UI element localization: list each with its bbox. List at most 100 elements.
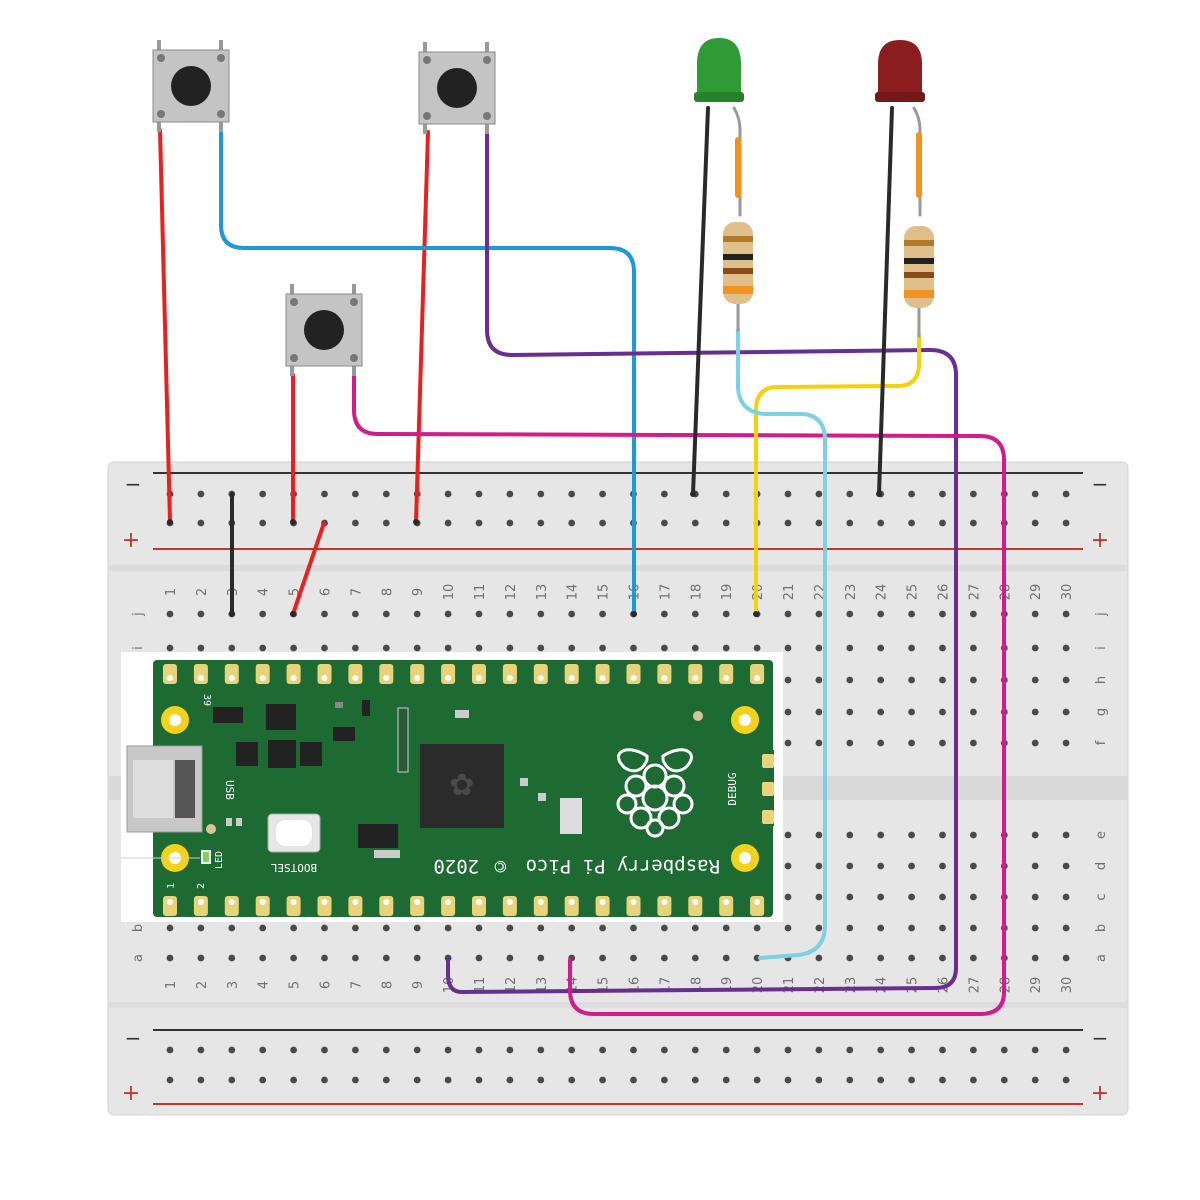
breadboard-hole xyxy=(506,610,514,618)
breadboard-hole xyxy=(352,954,359,962)
pico-pin-top xyxy=(379,664,394,684)
breadboard-hole xyxy=(599,490,606,498)
breadboard-hole xyxy=(228,924,236,932)
breadboard-hole xyxy=(753,924,761,932)
breadboard-hole xyxy=(908,1076,915,1084)
breadboard-hole xyxy=(1062,610,1070,618)
breadboard-hole xyxy=(321,1076,328,1084)
breadboard-hole xyxy=(630,924,637,932)
crystal xyxy=(560,798,582,834)
copyright-symbol: © xyxy=(494,855,506,877)
pico-pin-hole xyxy=(630,675,637,681)
wire-blue-button1 xyxy=(219,128,636,616)
pico-pin-bottom xyxy=(441,896,456,916)
pico-pin-hole xyxy=(599,899,606,905)
led-green-cathode-lead xyxy=(691,106,710,496)
breadboard-hole xyxy=(1031,1076,1039,1084)
top-plus-symbol-left: + xyxy=(122,528,140,553)
breadboard-hole xyxy=(846,1076,854,1084)
column-label-top: 12 xyxy=(504,584,519,601)
breadboard-hole xyxy=(290,1076,297,1084)
column-label-top: 8 xyxy=(380,588,395,596)
row-label-left: a xyxy=(131,954,146,962)
breadboard-hole xyxy=(846,490,854,498)
breadboard-hole xyxy=(753,954,761,962)
pico-gpio-pins xyxy=(163,664,765,916)
breadboard-hole xyxy=(815,831,823,839)
breadboard-hole xyxy=(1000,1046,1008,1054)
breadboard-hole xyxy=(877,644,885,652)
column-label-top: 5 xyxy=(288,588,303,596)
pico-pin-hole xyxy=(599,675,606,681)
chip-logo-icon: ✿ xyxy=(449,768,474,803)
breadboard-hole xyxy=(939,954,946,962)
breadboard-hole xyxy=(1062,708,1070,716)
pico-pin-hole xyxy=(445,899,452,905)
breadboard-hole xyxy=(506,1076,514,1084)
breadboard-hole xyxy=(722,610,730,618)
breadboard-hole xyxy=(166,644,174,652)
column-label-top: 21 xyxy=(782,584,797,601)
breadboard-hole xyxy=(197,490,205,498)
breadboard-hole xyxy=(691,1076,699,1084)
raspberry-pi-pico: USB ✿ BOOTSEL LED 39 1 2 xyxy=(121,652,783,922)
column-label-bottom: 29 xyxy=(1029,977,1044,994)
pico-pin-bottom xyxy=(317,896,332,916)
led-green xyxy=(694,38,744,102)
breadboard-hole xyxy=(506,519,514,527)
breadboard-hole xyxy=(599,519,606,527)
column-label-bottom: 3 xyxy=(226,981,241,989)
breadboard-hole xyxy=(970,862,977,870)
resistor-green-led xyxy=(723,222,753,304)
pico-pin-top xyxy=(564,664,579,684)
pico-pin-bottom xyxy=(472,896,486,916)
breadboard-hole xyxy=(413,924,421,932)
breadboard-hole xyxy=(722,924,730,932)
push-button-3[interactable] xyxy=(285,284,363,376)
pico-pin-top xyxy=(348,664,363,684)
row-label-right: g xyxy=(1094,708,1109,716)
led-label: LED xyxy=(214,851,225,869)
pico-pin-top xyxy=(750,664,765,684)
breadboard-hole xyxy=(228,954,236,962)
pico-pin-hole xyxy=(383,899,390,905)
row-label-right: e xyxy=(1094,831,1109,839)
breadboard-hole xyxy=(321,490,328,498)
breadboard-hole xyxy=(290,644,297,652)
breadboard-hole xyxy=(599,1046,606,1054)
breadboard-hole xyxy=(661,1046,668,1054)
bottom-minus-symbol-right: − xyxy=(1092,1026,1109,1050)
breadboard-hole xyxy=(908,924,915,932)
push-button-1[interactable] xyxy=(152,40,230,132)
pico-pin-hole xyxy=(630,899,637,905)
pico-pin-hole xyxy=(723,675,730,681)
breadboard-hole xyxy=(197,1046,205,1054)
debug-label: DEBUG xyxy=(726,772,739,805)
pico-pin-bottom xyxy=(719,896,734,916)
breadboard-hole xyxy=(321,954,328,962)
wire-yellow-led-red xyxy=(754,333,921,616)
breadboard-hole xyxy=(537,1076,545,1084)
bottom-plus-symbol-right: + xyxy=(1091,1081,1109,1106)
breadboard-hole xyxy=(1062,1046,1070,1054)
breadboard-hole xyxy=(691,954,699,962)
breadboard-hole xyxy=(352,1076,359,1084)
breadboard-hole xyxy=(970,644,977,652)
column-label-top: 26 xyxy=(937,584,952,601)
pin-1-label: 1 xyxy=(166,883,177,889)
breadboard-hole xyxy=(691,519,699,527)
row-label-right: d xyxy=(1094,862,1109,870)
breadboard-hole xyxy=(1062,739,1070,747)
breadboard-hole xyxy=(197,924,205,932)
pico-pin-hole xyxy=(259,675,266,681)
breadboard-hole xyxy=(846,708,854,716)
breadboard-hole xyxy=(784,708,792,716)
pico-pin-hole xyxy=(692,675,699,681)
breadboard-hole xyxy=(877,893,885,901)
row-label-right: f xyxy=(1094,740,1109,745)
breadboard-hole xyxy=(599,610,606,618)
push-button-2[interactable] xyxy=(418,42,496,134)
breadboard-hole xyxy=(1062,862,1070,870)
breadboard-hole xyxy=(753,1076,761,1084)
pico-pin-top xyxy=(317,664,332,684)
